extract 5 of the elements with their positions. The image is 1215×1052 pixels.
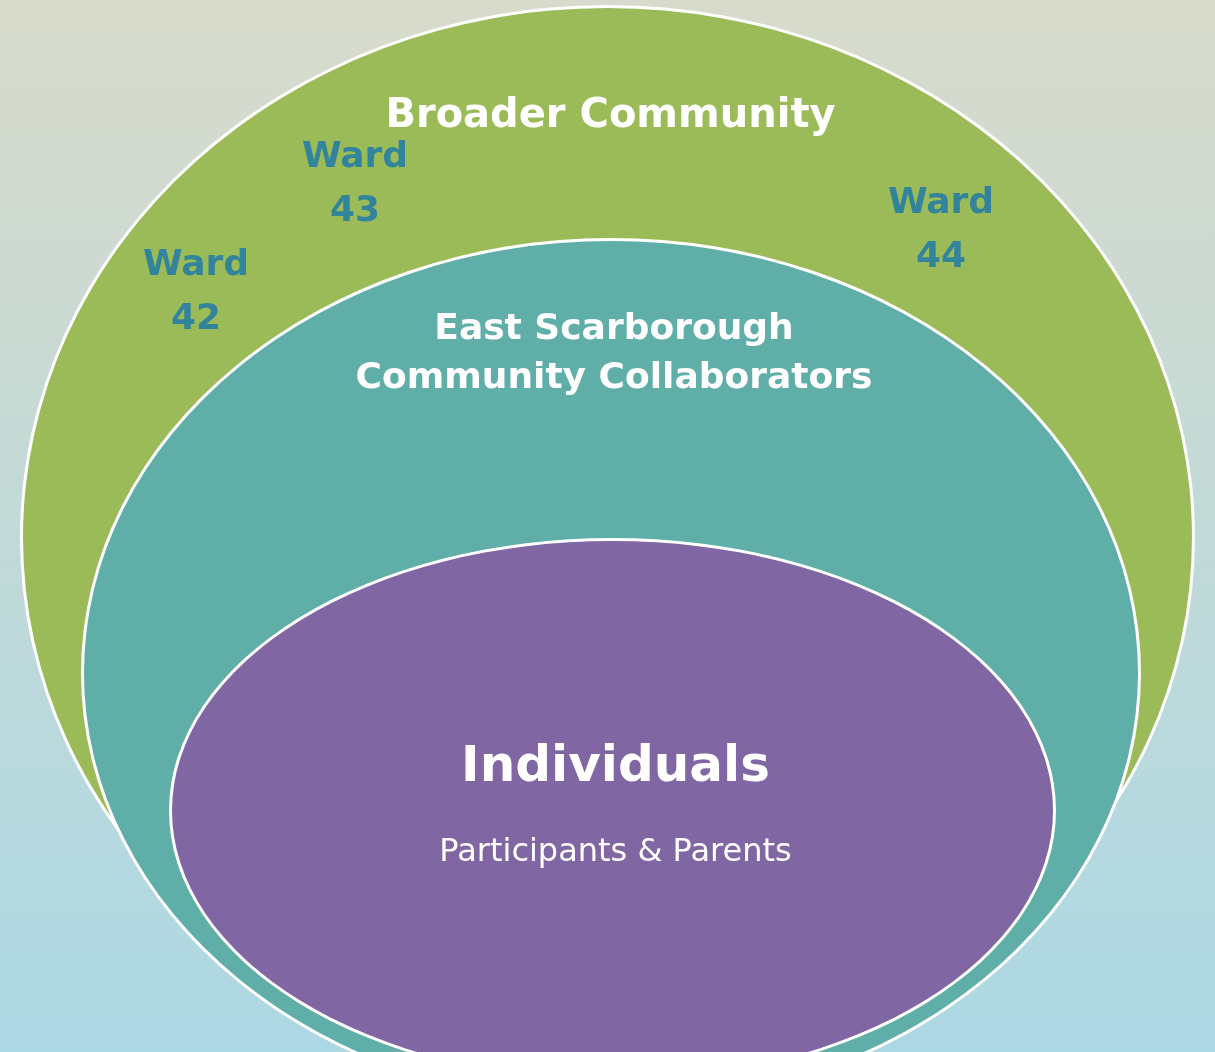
ward-label: Ward 42 [141, 241, 251, 339]
ellipse-title: Individuals [460, 734, 771, 795]
ward-label: Ward 44 [886, 179, 996, 277]
ellipse-subtitle: Participants & Parents [438, 829, 793, 871]
ellipse-title: East Scarborough Community Collaborators [354, 305, 874, 398]
